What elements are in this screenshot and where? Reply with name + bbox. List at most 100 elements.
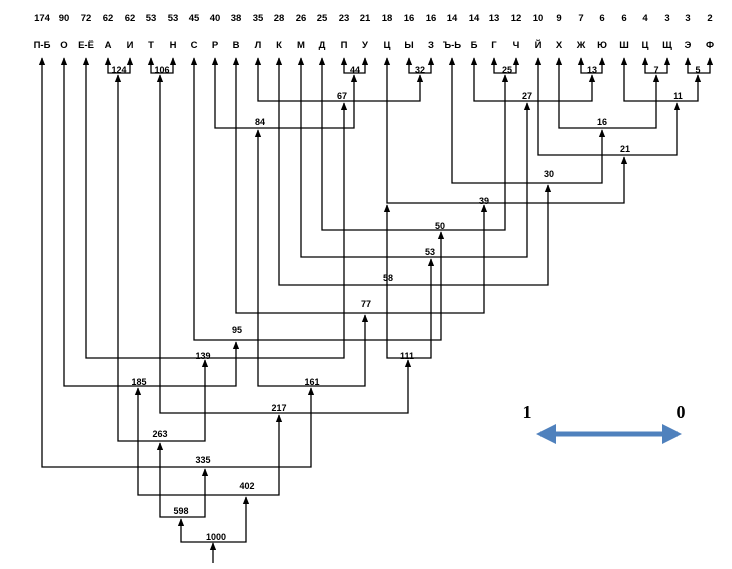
freq-label: 16 [426, 13, 437, 24]
node-value: 50 [435, 221, 445, 231]
freq-label: 2 [707, 13, 712, 24]
node-value: 67 [337, 91, 347, 101]
symbol-label: Ш [619, 40, 629, 51]
freq-label: 14 [447, 13, 458, 24]
node-value: 263 [152, 429, 167, 439]
node-value: 139 [195, 351, 210, 361]
merge-185 [60, 57, 240, 387]
node-value: 16 [597, 117, 607, 127]
freq-label: 10 [533, 13, 544, 24]
symbol-label: В [233, 40, 240, 51]
symbol-label: М [297, 40, 305, 51]
symbol-label: Г [491, 40, 497, 51]
node-value: 335 [195, 455, 210, 465]
merge-95 [190, 57, 445, 341]
freq-label: 62 [125, 13, 136, 24]
freq-label: 26 [296, 13, 307, 24]
freq-label: 62 [103, 13, 114, 24]
merge-402 [134, 387, 283, 496]
node-value: 32 [415, 65, 425, 75]
merge-11 [620, 57, 702, 102]
freq-label: 28 [274, 13, 285, 24]
freq-label: 16 [404, 13, 415, 24]
node-value: 5 [695, 65, 700, 75]
node-value: 84 [255, 117, 265, 127]
symbol-label: Э [685, 40, 692, 51]
node-value: 95 [232, 325, 242, 335]
merge-217 [156, 74, 412, 414]
freq-label: 23 [339, 13, 350, 24]
symbol-label: З [428, 40, 434, 51]
merge-50 [318, 57, 509, 231]
symbol-label: Т [148, 40, 154, 51]
node-value: 185 [131, 377, 146, 387]
node-value: 161 [304, 377, 319, 387]
symbol-label: Д [319, 40, 326, 51]
symbol-label: Х [556, 40, 563, 51]
symbol-label: Ы [404, 40, 413, 51]
freq-label: 21 [360, 13, 371, 24]
node-value: 30 [544, 169, 554, 179]
node-value: 25 [502, 65, 512, 75]
node-value: 598 [173, 506, 188, 516]
merge-53 [297, 57, 531, 258]
node-value: 106 [154, 65, 169, 75]
node-value: 39 [479, 196, 489, 206]
freq-label: 3 [664, 13, 669, 24]
bit-zero-label: 0 [677, 402, 686, 422]
symbol-label: А [105, 40, 112, 51]
node-value: 53 [425, 247, 435, 257]
freq-label: 6 [621, 13, 626, 24]
node-value: 11 [673, 91, 683, 101]
symbol-label: Ц [642, 40, 649, 51]
symbol-label: Ф [706, 40, 714, 51]
bit-legend: 1 0 [523, 402, 686, 444]
freq-label: 35 [253, 13, 264, 24]
symbol-label: П-Б [34, 40, 51, 51]
freq-label: 40 [210, 13, 221, 24]
merge-111 [383, 204, 435, 359]
node-value: 1000 [206, 532, 226, 542]
node-value: 402 [239, 481, 254, 491]
freq-label: 45 [189, 13, 200, 24]
freq-label: 25 [317, 13, 328, 24]
letter-row: П-Б О Е-Ё А И Т Н С Р В Л К М Д П У Ц Ы … [34, 39, 714, 51]
freq-label: 13 [489, 13, 500, 24]
freq-label: 12 [511, 13, 522, 24]
freq-label: 72 [81, 13, 92, 24]
node-value: 44 [350, 65, 360, 75]
symbol-label: Ю [597, 40, 607, 51]
symbol-label: Б [471, 40, 478, 51]
symbol-label: Н [170, 40, 177, 51]
freq-label: 18 [382, 13, 393, 24]
symbol-label: Е-Ё [78, 40, 94, 51]
merge-16 [555, 57, 660, 129]
symbol-label: Ц [384, 40, 391, 51]
symbol-label: Ч [513, 40, 520, 51]
freq-label: 174 [34, 13, 51, 24]
merge-58 [275, 57, 552, 286]
node-value: 77 [361, 299, 371, 309]
node-value: 13 [587, 65, 597, 75]
freq-label: 90 [59, 13, 70, 24]
node-value: 7 [653, 65, 658, 75]
symbol-label: Ъ-Ь [443, 40, 461, 51]
frequency-row: 174 90 72 62 62 53 53 45 40 38 35 28 26 … [34, 13, 713, 24]
symbol-label: И [127, 40, 134, 51]
freq-label: 7 [578, 13, 583, 24]
symbol-label: Щ [662, 40, 672, 51]
node-value: 21 [620, 144, 630, 154]
symbol-label: К [276, 40, 282, 51]
freq-label: 9 [556, 13, 561, 24]
symbol-label: У [362, 40, 368, 51]
symbol-label: С [191, 40, 198, 51]
merge-77 [232, 57, 488, 314]
tree-branches [38, 57, 714, 543]
symbol-label: О [60, 40, 67, 51]
symbol-label: Й [535, 39, 542, 51]
freq-label: 53 [146, 13, 157, 24]
merge-27 [470, 57, 596, 102]
freq-label: 38 [231, 13, 242, 24]
symbol-label: П [341, 40, 348, 51]
